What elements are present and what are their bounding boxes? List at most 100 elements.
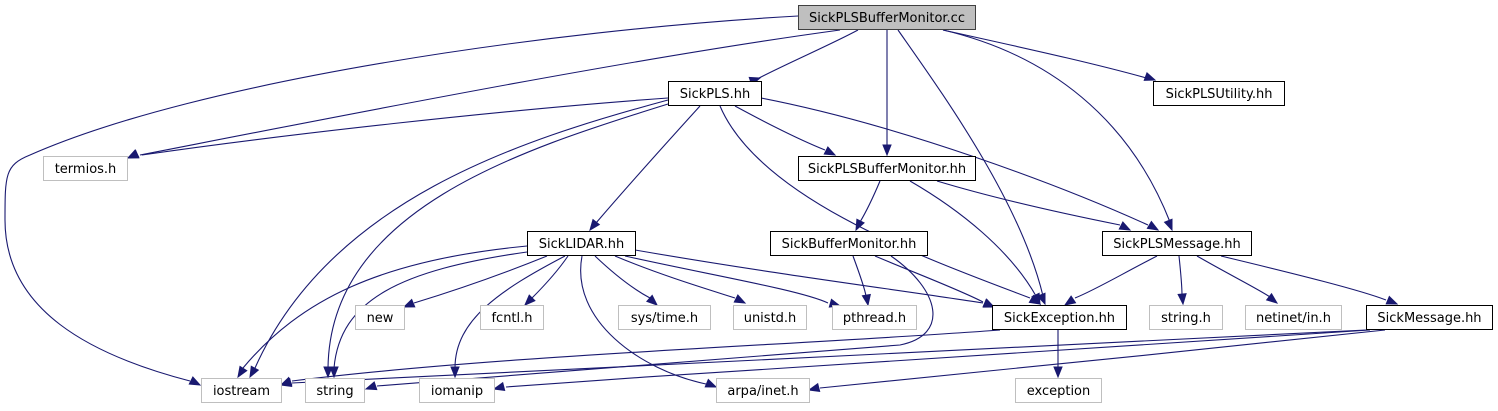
edge-line: [719, 105, 1031, 299]
node-label: new: [367, 311, 394, 326]
edge-sickpls-to-plsbufmon: [734, 105, 837, 156]
node-bufmon[interactable]: SickBufferMonitor.hh: [770, 231, 928, 256]
edge-bufmon-to-pthread: [852, 255, 871, 307]
edges-layer: [4, 15, 1399, 393]
node-box: [798, 5, 976, 30]
edge-line: [614, 255, 736, 299]
arrowhead-icon: [237, 365, 248, 379]
node-utility[interactable]: SickPLSUtility.hh: [1153, 81, 1285, 106]
edge-line: [327, 103, 669, 369]
edge-line: [141, 97, 669, 156]
edge-root-to-plsmsg: [942, 29, 1173, 232]
edge-line: [852, 255, 867, 297]
arrowhead-icon: [855, 218, 865, 232]
arrowhead-icon: [249, 365, 260, 379]
edge-line: [909, 180, 1037, 297]
node-box: [1102, 231, 1252, 256]
arrowhead-icon: [1063, 295, 1077, 306]
arrowhead-icon: [823, 146, 837, 156]
node-box: [618, 305, 711, 330]
edge-plsbufmon-to-plsmsg: [936, 180, 1132, 231]
edge-line: [1178, 255, 1183, 296]
edge-line: [595, 105, 701, 224]
node-exception: exception: [1015, 378, 1102, 403]
edge-sickpls-to-lidar: [589, 105, 701, 232]
node-plsbufmon[interactable]: SickPLSBufferMonitor.hh: [798, 156, 976, 181]
node-fcntl: fcntl.h: [480, 305, 544, 330]
arrowhead-icon: [1146, 220, 1160, 231]
node-label: SickLIDAR.hh: [539, 237, 624, 252]
node-lidar[interactable]: SickLIDAR.hh: [527, 231, 636, 256]
edge-line: [819, 329, 1386, 389]
node-termios: termios.h: [43, 156, 128, 181]
edge-message-to-iomanip: [492, 329, 1371, 392]
node-sickpls[interactable]: SickPLS.hh: [668, 81, 762, 106]
arrowhead-icon: [1143, 71, 1157, 81]
edge-line: [531, 255, 569, 299]
node-box: [798, 156, 976, 181]
edge-lidar-to-string: [329, 251, 528, 379]
arrowhead-icon: [733, 294, 747, 304]
edge-line: [505, 329, 1371, 388]
edge-line: [4, 15, 799, 382]
arrowhead-icon: [524, 294, 536, 306]
node-box: [480, 305, 544, 330]
edge-line: [594, 255, 651, 299]
node-label: netinet/in.h: [1256, 311, 1331, 326]
arrowhead-icon: [807, 382, 821, 393]
node-label: SickMessage.hh: [1377, 311, 1481, 326]
node-label: SickBufferMonitor.hh: [782, 237, 917, 252]
node-box: [201, 378, 282, 403]
edge-line: [859, 180, 881, 223]
node-box: [43, 156, 128, 181]
edge-line: [897, 29, 1044, 297]
edge-plsmsg-to-netinet: [1196, 255, 1279, 304]
node-arpa: arpa/inet.h: [716, 378, 810, 403]
edge-lidar-to-new: [402, 255, 548, 308]
edge-line: [734, 105, 826, 151]
arrowhead-icon: [329, 366, 339, 379]
node-box: [770, 231, 928, 256]
node-iostream: iostream: [201, 378, 282, 403]
arrowhead-icon: [126, 149, 140, 159]
edge-message-to-iostream: [279, 329, 1367, 388]
node-label: string: [316, 384, 353, 399]
edge-root-to-plsbufmon: [882, 30, 892, 157]
arrowhead-icon: [402, 298, 416, 308]
node-label: SickPLSBufferMonitor.hh: [808, 162, 966, 177]
node-message[interactable]: SickMessage.hh: [1366, 305, 1493, 330]
arrowhead-icon: [1177, 293, 1187, 306]
node-box: [1153, 81, 1285, 106]
arrowhead-icon: [1265, 292, 1279, 304]
node-exception-hh[interactable]: SickException.hh: [992, 305, 1127, 330]
arrowhead-icon: [1163, 218, 1173, 232]
edge-lidar-to-pthread: [624, 255, 842, 308]
node-systime: sys/time.h: [618, 305, 711, 330]
edge-lidar-to-fcntl: [524, 255, 569, 306]
edge-line: [874, 255, 984, 303]
arrowhead-icon: [1053, 366, 1063, 379]
node-box: [419, 378, 495, 403]
edge-line: [936, 180, 1121, 226]
arrowhead-icon: [188, 376, 202, 386]
node-plsmsg[interactable]: SickPLSMessage.hh: [1102, 231, 1252, 256]
node-box: [716, 378, 810, 403]
node-label: SickPLSMessage.hh: [1113, 237, 1240, 252]
edge-plsbufmon-to-exception_hh: [909, 180, 1041, 306]
node-label: pthread.h: [843, 311, 906, 326]
edge-line: [139, 29, 841, 156]
node-label: SickException.hh: [1004, 311, 1115, 326]
edge-lidar-to-unistd: [614, 255, 747, 304]
arrowhead-icon: [323, 366, 333, 379]
node-root[interactable]: SickPLSBufferMonitor.cc: [798, 5, 976, 30]
edge-line: [242, 245, 528, 369]
edge-sickpls-to-termios: [126, 97, 669, 159]
arrowhead-icon: [364, 381, 378, 391]
node-box: [1149, 305, 1223, 330]
node-label: unistd.h: [744, 311, 797, 326]
node-pthread: pthread.h: [832, 305, 917, 330]
node-label: SickPLSBufferMonitor.cc: [809, 11, 965, 26]
node-box: [355, 305, 405, 330]
node-label: fcntl.h: [491, 311, 532, 326]
